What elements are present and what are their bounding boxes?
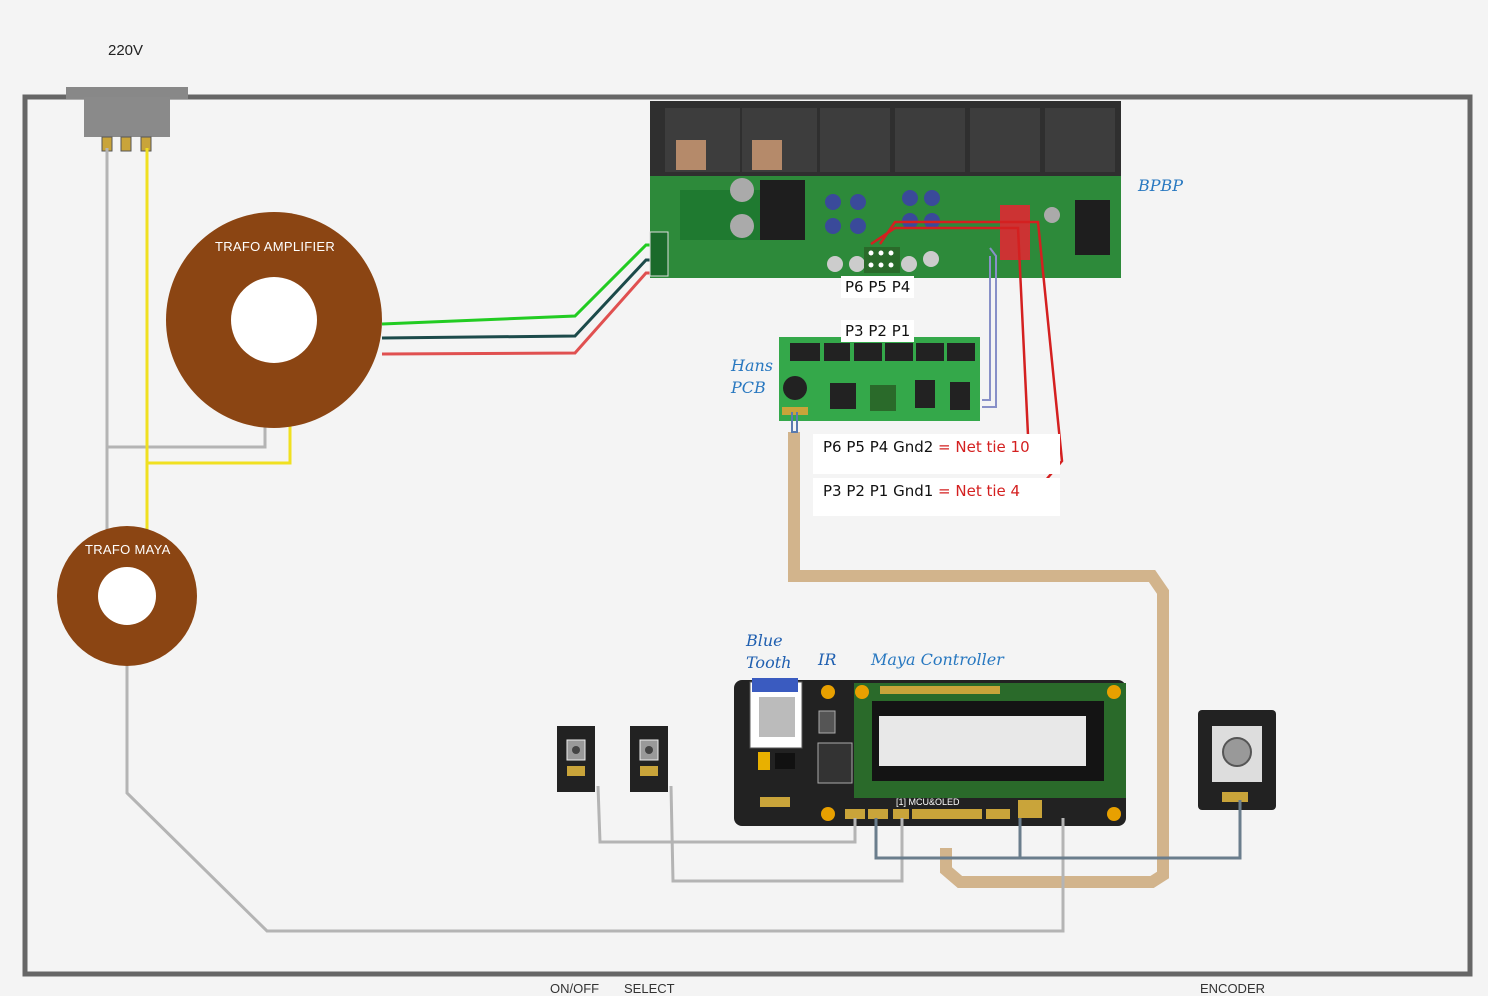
net-tie-equals: =	[933, 482, 956, 500]
bluetooth-label-line1: Blue	[746, 631, 783, 650]
hans-pcb-label-line1: Hans	[731, 356, 774, 375]
hans-pcb-label-line2: PCB	[731, 378, 766, 397]
trafo-amplifier	[166, 212, 382, 428]
trafo-maya	[57, 526, 197, 666]
ribbon-cable-lead	[791, 412, 798, 433]
power-inlet	[66, 87, 188, 152]
maya-controller-label: Maya Controller	[871, 650, 1004, 669]
mcu-oled-label: [1] MCU&OLED	[896, 797, 960, 807]
select-button[interactable]	[630, 726, 668, 792]
bpbp-pin-row-1: P6 P5 P4	[841, 276, 915, 298]
enclosure-outline	[22, 94, 1473, 977]
encoder-label: ENCODER	[1200, 981, 1266, 996]
net-tie-name: Net tie 4	[955, 482, 1021, 500]
maya-controller-board	[734, 678, 1126, 826]
net-tie-name: Net tie 10	[955, 438, 1030, 456]
bpbp-board	[649, 101, 1121, 278]
encoder-knob[interactable]	[1198, 710, 1276, 810]
hans-to-bpbp-wires	[982, 247, 997, 408]
net-tie-pins: P6 P5 P4 Gnd2	[823, 438, 934, 456]
bpbp-pin-row-2: P3 P2 P1	[841, 320, 915, 342]
bpbp-label: BPBP	[1138, 176, 1184, 195]
ribbon-cable	[788, 432, 1169, 888]
trafo-maya-label: TRAFO MAYA	[85, 542, 171, 557]
mains-voltage-label: 220V	[108, 42, 144, 59]
ir-label: IR	[818, 650, 837, 669]
on-off-label: ON/OFF	[550, 981, 600, 996]
select-label: SELECT	[624, 981, 675, 996]
bluetooth-label-line2: Tooth	[746, 653, 792, 672]
trafo-amplifier-label: TRAFO AMPLIFIER	[215, 239, 336, 254]
net-tie-pins: P3 P2 P1 Gnd1	[823, 482, 934, 500]
net-tie-row-1: P6 P5 P4 Gnd2 = Net tie 10	[813, 434, 1060, 474]
net-tie-row-2: P3 P2 P1 Gnd1 = Net tie 4	[813, 478, 1060, 516]
amplifier-supply-wires	[381, 243, 665, 356]
on-off-button[interactable]	[557, 726, 595, 792]
net-tie-equals: =	[933, 438, 956, 456]
mains-wires	[105, 148, 292, 532]
hans-pcb	[779, 337, 980, 421]
controller-wires	[125, 666, 1242, 933]
